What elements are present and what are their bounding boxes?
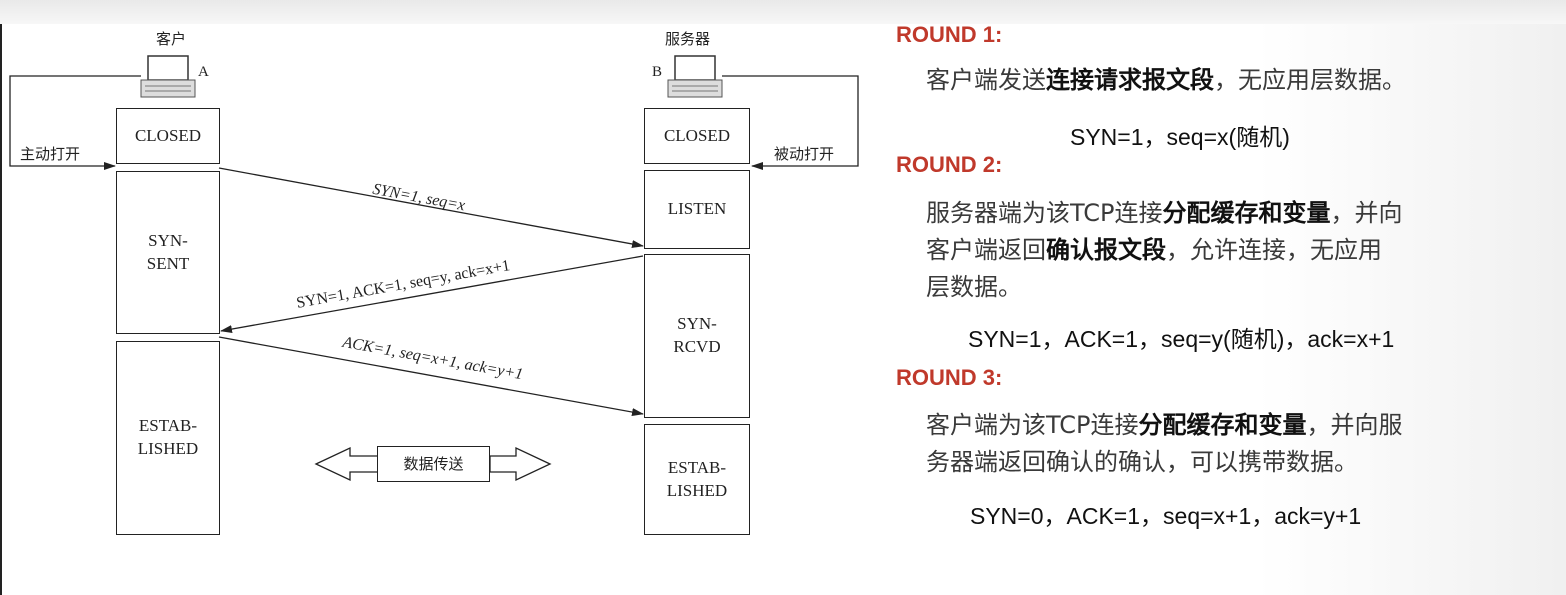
round-2-description: 服务器端为该TCP连接分配缓存和变量，并向 客户端返回确认报文段，允许连接，无应… bbox=[926, 195, 1402, 306]
client-label: 客户 bbox=[156, 30, 187, 48]
client-state-established: ESTAB- LISHED bbox=[116, 341, 220, 535]
round-2-line-1: 服务器端为该TCP连接分配缓存和变量，并向 bbox=[926, 199, 1403, 227]
syn-ack-arrow bbox=[220, 255, 644, 334]
client-state-syn-sent: SYN- SENT bbox=[116, 171, 220, 334]
round-3-title: ROUND 3: bbox=[896, 365, 1003, 390]
round-3-description: 客户端为该TCP连接分配缓存和变量，并向服 务器端返回确认的确认，可以携带数据。 bbox=[926, 407, 1402, 481]
syn-arrow bbox=[218, 167, 644, 248]
active-open-label: 主动打开 bbox=[20, 145, 81, 163]
left-edge bbox=[0, 24, 2, 595]
diagram-lines: SYN=1, seq=x SYN=1, ACK=1, seq=y, ack=x+… bbox=[9, 55, 859, 482]
host-b-label: B bbox=[652, 64, 663, 80]
round-3-line-1: 客户端为该TCP连接分配缓存和变量，并向服 bbox=[926, 411, 1403, 439]
handshake-explanation-panel: ROUND 1: 客户端发送连接请求报文段，无应用层数据。 SYN=1，seq=… bbox=[878, 20, 1566, 580]
server-state-closed: CLOSED bbox=[644, 108, 750, 164]
server-state-syn-rcvd: SYN- RCVD bbox=[644, 254, 750, 418]
round-3-formula: SYN=0，ACK=1，seq=x+1，ack=y+1 bbox=[970, 503, 1362, 529]
server-state-listen: LISTEN bbox=[644, 170, 750, 249]
round-1-title: ROUND 1: bbox=[896, 22, 1003, 47]
tcp-handshake-diagram: SYN=1, seq=x SYN=1, ACK=1, seq=y, ack=x+… bbox=[9, 30, 859, 535]
ack-arrow bbox=[218, 336, 644, 416]
server-label: 服务器 bbox=[665, 30, 711, 48]
data-transfer-label: 数据传送 bbox=[377, 446, 490, 482]
round-1-description: 客户端发送连接请求报文段，无应用层数据。 bbox=[926, 62, 1406, 99]
syn-label: SYN=1, seq=x bbox=[371, 181, 466, 215]
round-1-formula: SYN=1，seq=x(随机) bbox=[1070, 124, 1290, 150]
passive-open-arrow bbox=[722, 75, 859, 170]
round-3-line-2: 务器端返回确认的确认，可以携带数据。 bbox=[926, 448, 1358, 476]
round-2-formula: SYN=1，ACK=1，seq=y(随机)，ack=x+1 bbox=[968, 326, 1395, 352]
round-2-line-2: 客户端返回确认报文段，允许连接，无应用 bbox=[926, 236, 1382, 264]
client-state-closed: CLOSED bbox=[116, 108, 220, 164]
data-transfer-double-arrow bbox=[314, 446, 552, 482]
server-computer-icon bbox=[667, 55, 723, 98]
round-1-line-1: 客户端发送连接请求报文段，无应用层数据。 bbox=[926, 66, 1406, 94]
round-2-title: ROUND 2: bbox=[896, 152, 1003, 177]
round-2-line-3: 层数据。 bbox=[926, 273, 1022, 301]
panel-background bbox=[878, 24, 1566, 595]
passive-open-label: 被动打开 bbox=[774, 145, 835, 163]
server-state-established: ESTAB- LISHED bbox=[644, 424, 750, 535]
client-computer-icon bbox=[140, 55, 196, 98]
active-open-arrow bbox=[9, 75, 141, 170]
top-band bbox=[0, 0, 1566, 24]
host-a-label: A bbox=[198, 64, 209, 80]
